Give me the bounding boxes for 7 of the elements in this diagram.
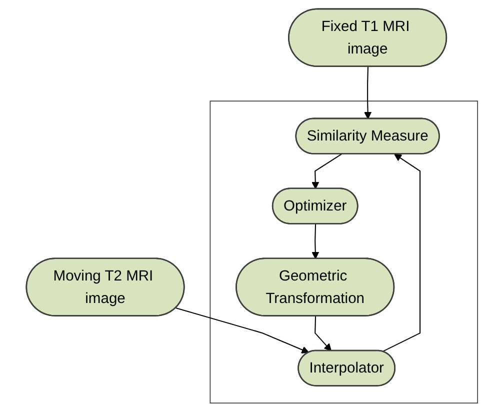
arrow xyxy=(312,224,320,260)
cluster xyxy=(210,100,478,404)
arrow xyxy=(314,316,332,352)
arrow xyxy=(312,154,342,190)
arrow xyxy=(364,66,372,120)
arrow xyxy=(176,308,310,354)
arrow xyxy=(382,154,421,352)
